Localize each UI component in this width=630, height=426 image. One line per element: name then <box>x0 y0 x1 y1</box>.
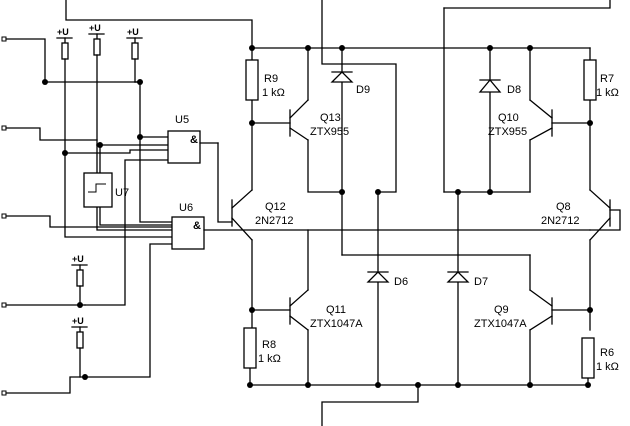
resistor-r8 <box>243 327 257 369</box>
supply-label-3: +U <box>127 27 139 37</box>
transistor-q11-ref: Q11 <box>326 304 346 316</box>
diode-d6-ref: D6 <box>394 276 408 288</box>
resistor-r6 <box>581 337 595 379</box>
resistor-r7-value: 1 kΩ <box>596 87 619 99</box>
ic-u7 <box>83 172 113 208</box>
transistor-q10-ref: Q10 <box>498 112 519 124</box>
diode-d9 <box>330 71 354 83</box>
transistor-q12 <box>231 189 253 241</box>
resistor-r6-ref: R6 <box>600 347 614 359</box>
transistor-q12-part: 2N2712 <box>255 215 294 227</box>
resistor-r8-ref: R8 <box>262 339 276 351</box>
gate-u6-ref: U6 <box>179 202 193 214</box>
transistor-q8 <box>589 189 611 241</box>
transistor-q11-part: ZTX1047A <box>310 318 363 330</box>
input-wiring <box>1 33 173 396</box>
diode-d7-ref: D7 <box>474 276 488 288</box>
transistor-q9 <box>529 289 553 331</box>
supply-label-1: +U <box>57 27 69 37</box>
transistor-q13-part: ZTX955 <box>310 126 349 138</box>
diode-d8 <box>478 78 502 93</box>
resistor-r9 <box>245 59 259 101</box>
diode-d7 <box>446 271 470 283</box>
diode-d8-ref: D8 <box>507 84 521 96</box>
bridge-wiring <box>65 0 621 426</box>
resistor-r9-value: 1 kΩ <box>262 87 285 99</box>
resistor-r7-ref: R7 <box>600 73 614 85</box>
transistor-q12-ref: Q12 <box>265 201 286 213</box>
diode-d6 <box>366 271 390 283</box>
supply-label-5: +U <box>72 316 84 326</box>
transistor-q8-ref: Q8 <box>556 201 571 213</box>
supply-label-2: +U <box>89 23 101 33</box>
gate-u5-ref: U5 <box>175 114 189 126</box>
transistor-q8-part: 2N2712 <box>541 215 580 227</box>
diode-d9-ref: D9 <box>356 84 370 96</box>
resistor-r7 <box>583 59 597 101</box>
resistor-r6-value: 1 kΩ <box>596 361 619 373</box>
supply-label-4: +U <box>72 254 84 264</box>
transistor-q13-ref: Q13 <box>320 112 341 124</box>
transistor-q9-ref: Q9 <box>494 304 509 316</box>
transistor-q13 <box>289 99 309 141</box>
gate-u6: & <box>171 216 591 250</box>
gate-u5: & <box>167 130 233 223</box>
resistor-r9-ref: R9 <box>264 73 278 85</box>
transistor-q11 <box>289 289 309 331</box>
transistor-q10-part: ZTX955 <box>488 126 527 138</box>
resistor-r8-value: 1 kΩ <box>258 353 281 365</box>
transistor-q9-part: ZTX1047A <box>474 318 527 330</box>
gate-u5-symbol: & <box>190 134 198 146</box>
ic-u7-ref: U7 <box>115 187 129 199</box>
transistor-q10 <box>529 99 553 141</box>
gate-u6-symbol: & <box>193 220 201 232</box>
